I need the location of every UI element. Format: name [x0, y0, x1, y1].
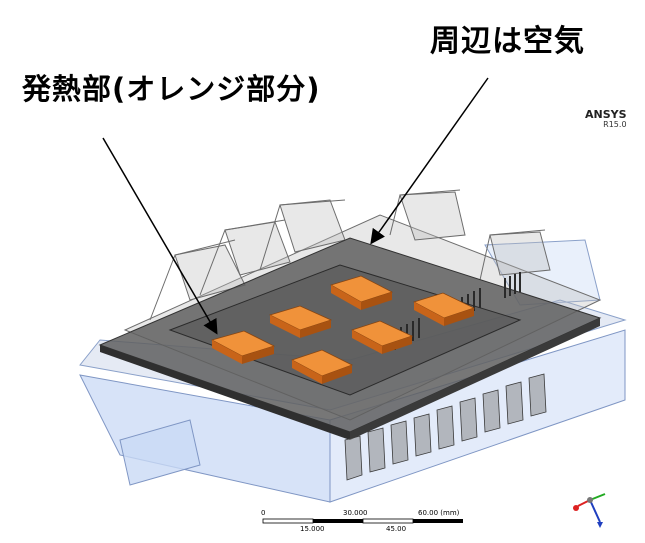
- ansys-logo-name: ANSYS: [585, 108, 627, 121]
- heat-sources: [210, 275, 476, 384]
- heat-source-block: [412, 292, 476, 326]
- axis-triad-icon: [573, 493, 606, 528]
- heat-source-block: [350, 320, 414, 354]
- heat-source-block: [290, 349, 354, 384]
- heat-source-block: [329, 275, 394, 310]
- scale-bar: [262, 518, 463, 524]
- heat-source-annotation-label: 発熱部(オレンジ部分): [22, 72, 321, 106]
- heat-source-arrow: [102, 137, 218, 335]
- air-annotation-label: 周辺は空気: [430, 24, 585, 59]
- scale-tick-0: 0: [261, 509, 266, 517]
- scale-tick-45: 45.00: [386, 525, 407, 533]
- scale-tick-30: 30.000: [343, 509, 368, 517]
- heat-source-block: [210, 330, 276, 364]
- ansys-logo: ANSYS R15.0: [585, 108, 627, 129]
- scale-tick-60: 60.00 (mm): [418, 509, 460, 517]
- scale-tick-15: 15.000: [300, 525, 325, 533]
- ansys-logo-version: R15.0: [603, 120, 627, 129]
- air-arrow: [370, 77, 489, 245]
- heat-source-block: [268, 305, 333, 338]
- heatsink-fins: [344, 373, 547, 481]
